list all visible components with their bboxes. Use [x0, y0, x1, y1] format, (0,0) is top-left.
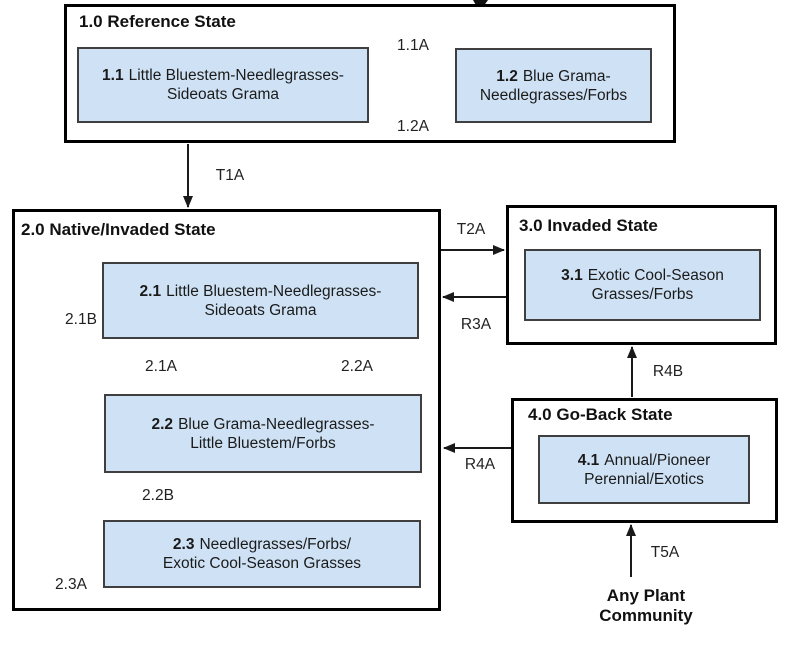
transition-label-2-1B: 2.1B — [65, 311, 97, 328]
transition-label-2-1A: 2.1A — [145, 358, 177, 375]
community-id: 2.1 — [139, 282, 162, 300]
community-name-line2: Grasses/Forbs — [591, 286, 694, 303]
community-name-line1: Little Bluestem-Needlegrasses- — [166, 282, 382, 300]
transition-label-2-2A: 2.2A — [341, 358, 373, 375]
any-plant-community-label: Any Plant Community — [599, 586, 693, 626]
state-title-2-0: 2.0 Native/Invaded State — [21, 220, 216, 239]
community-name-line2: Sideoats Grama — [204, 301, 317, 319]
community-id: 4.1 — [577, 451, 600, 469]
transition-label-T2A: T2A — [456, 221, 486, 238]
state-title-4-0: 4.0 Go-Back State — [528, 405, 673, 424]
transition-label-2-2B: 2.2B — [142, 487, 174, 504]
community-name-line1: Little Bluestem-Needlegrasses- — [128, 67, 344, 84]
any-plant-community-line2: Community — [599, 606, 693, 625]
community-name-line2: Perennial/Exotics — [584, 470, 704, 488]
community-id: 1.2 — [496, 67, 518, 85]
community-name-line2: Needlegrasses/Forbs — [479, 86, 628, 104]
community-name-line1: Annual/Pioneer — [604, 451, 711, 469]
transition-label-R3A: R3A — [460, 316, 492, 333]
transition-label-R4B: R4B — [652, 363, 684, 380]
any-plant-community-line1: Any Plant — [606, 586, 686, 605]
community-id: 2.3 — [172, 536, 195, 553]
transition-label-1-1A: 1.1A — [397, 37, 429, 54]
community-id: 1.1 — [102, 67, 124, 84]
community-name-line2: Sideoats Grama — [167, 86, 279, 103]
community-name-line1: Exotic Cool-Season — [587, 267, 724, 284]
community-name-line1: Blue Grama- — [522, 67, 611, 85]
community-id: 3.1 — [561, 267, 583, 284]
state-title-1-0: 1.0 Reference State — [79, 12, 236, 31]
community-name-line2: Little Bluestem/Forbs — [190, 434, 336, 452]
community-name-line1: Needlegrasses/Forbs/ — [199, 536, 352, 553]
state-title-3-0: 3.0 Invaded State — [519, 216, 658, 235]
transition-label-2-3A: 2.3A — [55, 576, 87, 593]
community-name-line2: Exotic Cool-Season Grasses — [162, 555, 362, 572]
transition-label-T5A: T5A — [650, 544, 680, 561]
community-name-line1: Blue Grama-Needlegrasses- — [178, 415, 375, 433]
transition-label-T1A: T1A — [215, 167, 245, 184]
transition-label-1-2A: 1.2A — [397, 118, 429, 135]
transition-label-R4A: R4A — [464, 456, 496, 473]
community-id: 2.2 — [151, 415, 174, 433]
